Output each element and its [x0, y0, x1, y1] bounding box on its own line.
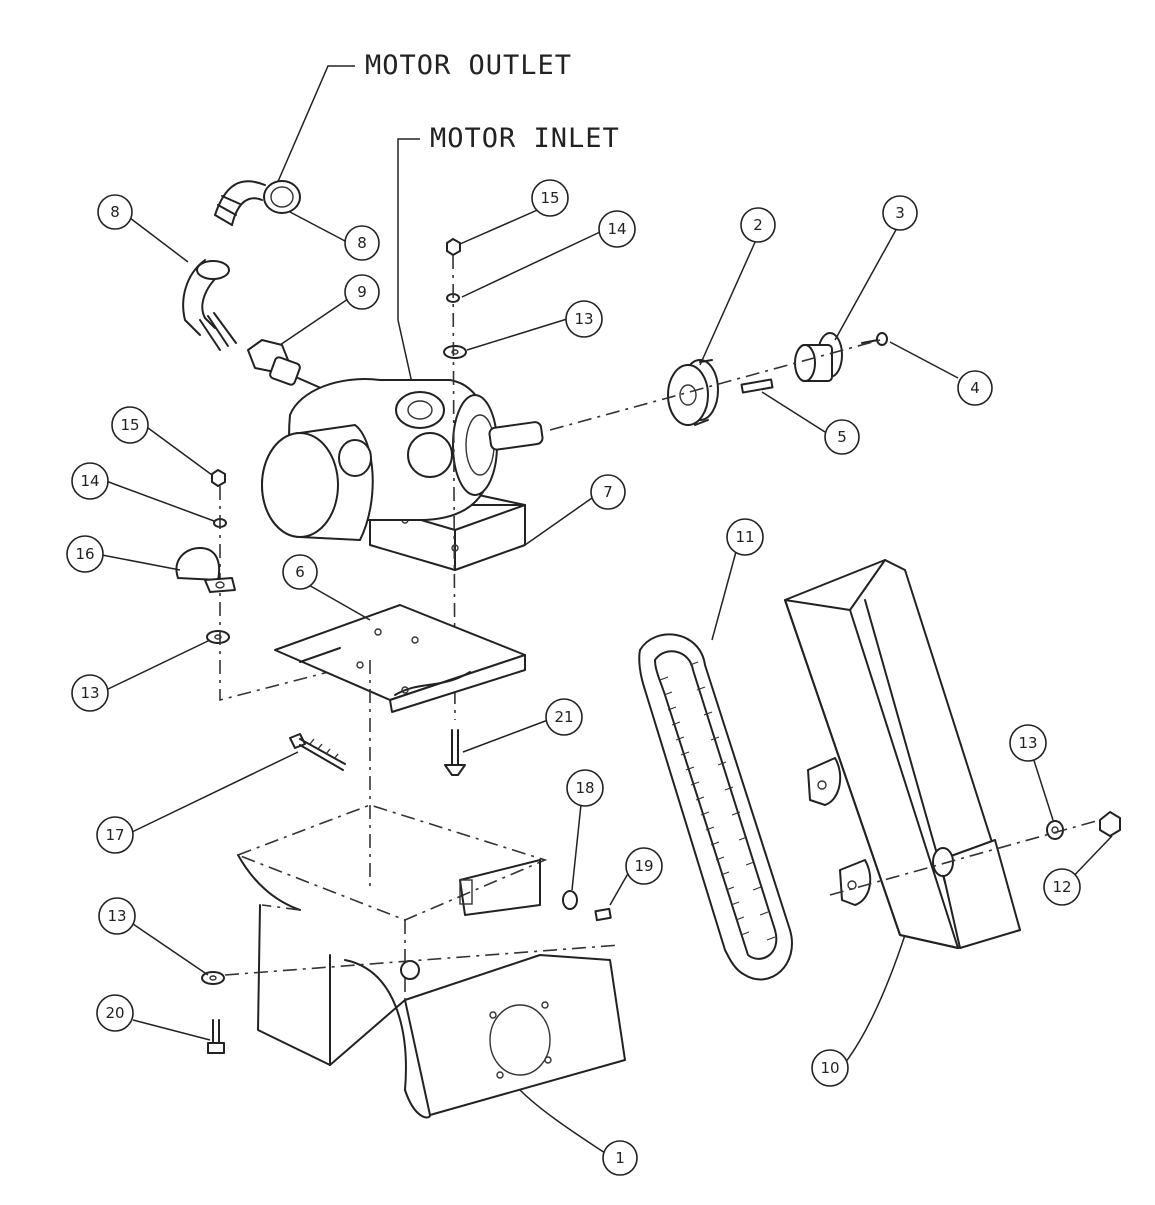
- callout-11: 11: [726, 518, 764, 556]
- svg-text:11: 11: [735, 528, 754, 546]
- svg-text:21: 21: [554, 708, 573, 726]
- key: [740, 378, 774, 394]
- callout-16: 16: [66, 535, 104, 573]
- callout-18: 18: [566, 769, 604, 807]
- motor-inlet-label-group: MOTOR INLET: [397, 123, 620, 411]
- svg-text:19: 19: [634, 857, 653, 875]
- callout-14-left: 14: [71, 462, 109, 500]
- motor-outlet-label-group: MOTOR OUTLET: [269, 50, 572, 201]
- svg-text:20: 20: [105, 1004, 124, 1022]
- svg-text:2: 2: [753, 216, 763, 234]
- callout-20: 20: [96, 994, 134, 1032]
- svg-text:13: 13: [80, 684, 99, 702]
- callout-13-right: 13: [1009, 724, 1047, 762]
- flat-head-screw: [444, 729, 466, 776]
- hose-fitting: [247, 339, 331, 393]
- callout-13-left: 13: [71, 674, 109, 712]
- callout-1: 1: [602, 1140, 638, 1176]
- svg-text:13: 13: [1018, 734, 1037, 752]
- callout-4: 4: [957, 370, 993, 406]
- callout-14-top: 14: [598, 210, 636, 248]
- callout-19: 19: [625, 847, 663, 885]
- bushing: [794, 332, 843, 382]
- callout-15-top: 15: [531, 179, 569, 217]
- svg-text:8: 8: [357, 234, 367, 252]
- svg-text:5: 5: [837, 428, 847, 446]
- callout-5: 5: [824, 419, 860, 455]
- cable-clamp: [175, 547, 236, 593]
- motor-outlet-label: MOTOR OUTLET: [365, 50, 572, 81]
- svg-text:16: 16: [75, 545, 94, 563]
- svg-text:12: 12: [1052, 878, 1071, 896]
- belt-guard: [784, 559, 1021, 949]
- svg-text:9: 9: [357, 283, 367, 301]
- svg-text:13: 13: [107, 907, 126, 925]
- svg-text:10: 10: [820, 1059, 839, 1077]
- callout-6: 6: [282, 554, 318, 590]
- screw: [861, 332, 888, 346]
- long-bolt: [289, 733, 346, 771]
- svg-text:8: 8: [110, 203, 120, 221]
- callout-9: 9: [344, 274, 380, 310]
- frame-bolt: [207, 1019, 225, 1054]
- drive-belt: [638, 633, 793, 981]
- callout-15-left: 15: [111, 406, 149, 444]
- callout-2: 2: [740, 207, 776, 243]
- svg-text:18: 18: [575, 779, 594, 797]
- svg-text:15: 15: [120, 416, 139, 434]
- callout-17: 17: [96, 816, 134, 854]
- callout-3: 3: [882, 195, 918, 231]
- svg-text:15: 15: [540, 189, 559, 207]
- svg-text:6: 6: [295, 563, 305, 581]
- callout-10: 10: [811, 1049, 849, 1087]
- hose-assembly: [182, 180, 301, 351]
- callout-21: 21: [545, 698, 583, 736]
- callout-8-left: 8: [97, 194, 133, 230]
- svg-text:17: 17: [105, 826, 124, 844]
- svg-text:4: 4: [970, 379, 980, 397]
- callout-8-right: 8: [344, 225, 380, 261]
- pulley: [667, 359, 719, 426]
- callout-12: 12: [1043, 868, 1081, 906]
- svg-text:14: 14: [80, 472, 99, 490]
- callout-13-top: 13: [565, 300, 603, 338]
- small-pin: [594, 907, 612, 922]
- small-nut: [562, 890, 578, 910]
- svg-text:1: 1: [615, 1149, 625, 1167]
- mount-hardware-left: [206, 469, 376, 702]
- svg-text:13: 13: [574, 310, 593, 328]
- guard-hardware: [829, 811, 1121, 896]
- callout-13-bottom: 13: [98, 897, 136, 935]
- svg-text:7: 7: [603, 483, 613, 501]
- callout-7: 7: [590, 474, 626, 510]
- mounting-plate: [274, 604, 526, 890]
- motor: [261, 378, 544, 571]
- main-frame: [235, 804, 626, 1119]
- callouts: 1 2 3 4 5 6 7 8 8 9 10 11 12 13 13 13 13…: [66, 179, 1081, 1176]
- svg-text:14: 14: [607, 220, 626, 238]
- svg-text:3: 3: [895, 204, 905, 222]
- motor-inlet-label: MOTOR INLET: [430, 123, 620, 154]
